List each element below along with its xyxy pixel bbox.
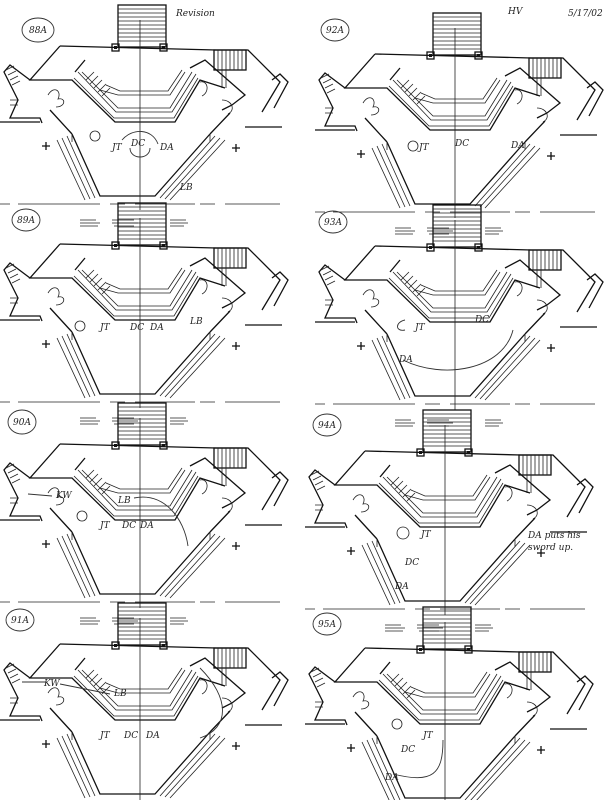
actor-da: DA: [384, 773, 399, 783]
scene-label: 93A: [324, 218, 342, 228]
panel-92a: 92A JT DC DA: [314, 12, 604, 235]
actor-lb: LB: [113, 689, 127, 699]
actor-da: DA: [510, 141, 525, 151]
scene-label: 92A: [326, 26, 344, 36]
scene-label: 91A: [11, 616, 29, 626]
footnote-line: DA puts his: [527, 531, 581, 541]
actor-lb: LB: [117, 496, 131, 506]
footnote-da-sword: DA puts his sword up.: [527, 531, 581, 553]
actor-kw: KW: [55, 491, 72, 501]
actor-dc: DC: [454, 139, 469, 149]
actor-jt: JT: [98, 731, 111, 741]
panel-89a: 89A JT DC DA LB: [0, 202, 289, 425]
panel-90a: 90A KW LB JT DC DA: [0, 402, 289, 625]
panel-95a: 95A JT DC DA: [304, 606, 594, 800]
actor-da: DA: [145, 731, 160, 741]
scene-label-circle: [21, 17, 55, 43]
actor-lb: LB: [189, 317, 203, 327]
scene-label: 88A: [29, 26, 47, 36]
actor-dc: DC: [121, 521, 136, 531]
actor-da: DA: [139, 521, 154, 531]
actor-da: DA: [398, 355, 413, 365]
actor-dc: DC: [474, 315, 489, 325]
actor-dc: DC: [123, 731, 138, 741]
scene-label: 89A: [17, 216, 35, 226]
actor-jt: JT: [110, 143, 123, 153]
actor-da: DA: [149, 323, 164, 333]
panel-93a: 93A JT DC DA: [314, 204, 604, 427]
actor-dc: DC: [129, 323, 144, 333]
actor-dc: DC: [130, 139, 145, 149]
date: 5/17/02: [568, 9, 603, 19]
actor-jt: JT: [421, 731, 434, 741]
actor-jt: JT: [419, 530, 432, 540]
actor-kw: KW: [43, 679, 60, 689]
actor-da: DA: [159, 143, 174, 153]
panel-91a: 91A KW LB JT DC DA: [0, 602, 289, 800]
scene-label: 94A: [318, 421, 336, 431]
initials: HV: [507, 7, 524, 17]
actor-jt: JT: [98, 521, 111, 531]
scene-label: 90A: [13, 418, 31, 428]
actor-jt: JT: [413, 323, 426, 333]
actor-da: DA: [394, 582, 409, 592]
scene-label: 95A: [318, 620, 336, 630]
panel-88a: 88A JT DC DA LB: [0, 4, 289, 227]
actor-dc: DC: [400, 745, 415, 755]
actor-jt: JT: [417, 143, 430, 153]
actor-lb: LB: [179, 183, 193, 193]
footnote-line: sword up.: [528, 543, 573, 553]
revision-note: Revision: [175, 9, 215, 19]
actor-jt: JT: [98, 323, 111, 333]
panel-94a: 94A JT DC DA: [304, 409, 594, 632]
actor-dc: DC: [404, 558, 419, 568]
